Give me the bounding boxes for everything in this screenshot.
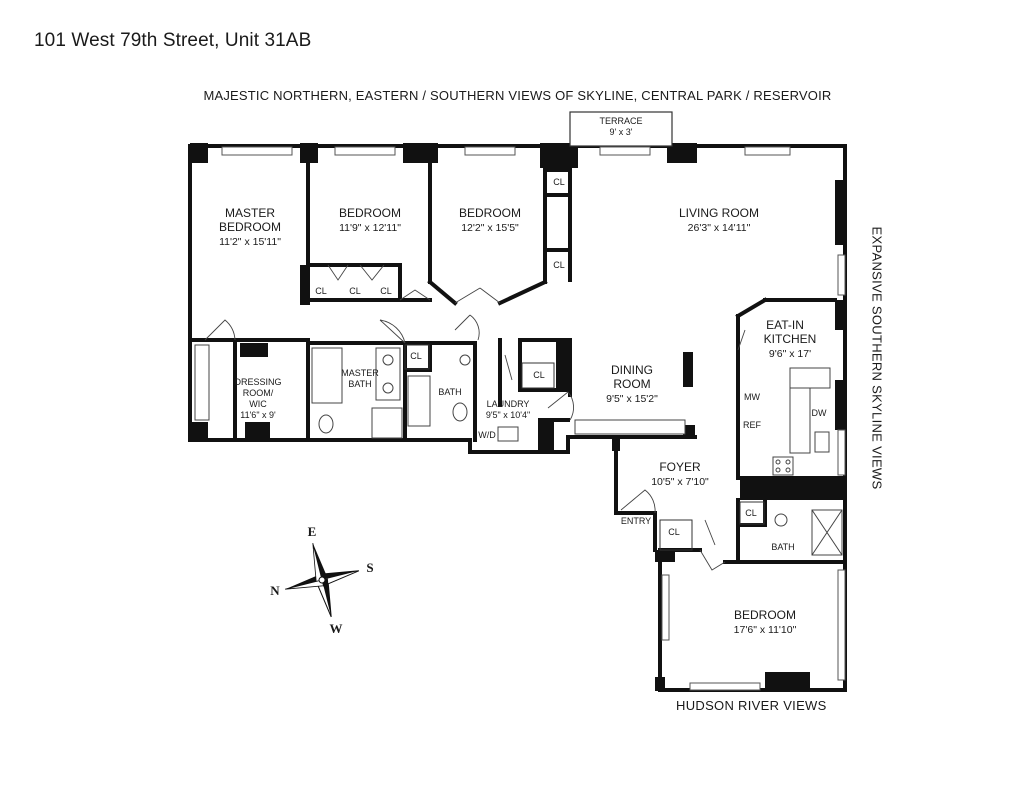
- bath-2-name: BATH: [771, 542, 794, 552]
- microwave-label: MW: [744, 392, 760, 402]
- bath-1-name: BATH: [438, 387, 461, 397]
- closet-label: CL: [349, 286, 361, 296]
- closet-label: CL: [380, 286, 392, 296]
- bedroom-3-dims: 17'6" x 11'10": [734, 624, 797, 636]
- master-bedroom-name-1: MASTER: [225, 206, 275, 220]
- kitchen-stove: [772, 456, 794, 476]
- closet-label: CL: [553, 177, 565, 187]
- bedroom-1-name: BEDROOM: [339, 206, 401, 220]
- bedroom-3-name: BEDROOM: [734, 608, 796, 622]
- closet-labels: CL CL CL CL CL CL CL CL CL W/D MW REF DW: [315, 177, 827, 537]
- master-bath-tub: [311, 347, 343, 404]
- dining-room-dims: 9'5" x 15'2": [606, 393, 658, 405]
- laundry-dims: 9'5" x 10'4": [486, 410, 530, 420]
- terrace-name: TERRACE: [599, 116, 642, 126]
- closet-label: CL: [553, 260, 565, 270]
- bottom-views-caption: HUDSON RIVER VIEWS: [676, 698, 827, 713]
- laundry-name: LAUNDRY: [487, 399, 530, 409]
- master-bath-name-2: BATH: [348, 379, 371, 389]
- master-bedroom-dims: 11'2" x 15'11": [219, 236, 281, 248]
- walls: [188, 144, 847, 692]
- kitchen-name-2: KITCHEN: [764, 332, 817, 346]
- kitchen-island: [789, 367, 831, 389]
- compass: [285, 543, 360, 618]
- living-room-dims: 26'3" x 14'11": [688, 222, 751, 234]
- dining-counter: [574, 419, 686, 435]
- bath-toilet: [452, 402, 468, 422]
- fixtures: [194, 344, 843, 556]
- closet-boxes: [404, 344, 765, 551]
- closet-label: CL: [668, 527, 680, 537]
- top-views-caption: MAJESTIC NORTHERN, EASTERN / SOUTHERN VI…: [203, 88, 832, 103]
- terrace-dims: 9' x 3': [610, 127, 633, 137]
- closet-label: CL: [410, 351, 422, 361]
- closet-label: CL: [315, 286, 327, 296]
- closet-label: CL: [745, 508, 757, 518]
- refrigerator-label: REF: [743, 420, 762, 430]
- compass-east-label: E: [308, 524, 317, 539]
- kitchen-dims: 9'6" x 17': [769, 348, 811, 360]
- unit-address: 101 West 79th Street, Unit 31AB: [34, 30, 312, 51]
- compass-west-label: W: [330, 621, 343, 636]
- master-bath-name-1: MASTER: [341, 368, 379, 378]
- master-bath-shower: [371, 407, 403, 439]
- bedroom-1-dims: 11'9" x 12'11": [339, 222, 401, 234]
- compass-north-label: N: [270, 583, 280, 598]
- master-bedroom-name-2: BEDROOM: [219, 220, 281, 234]
- dining-room-name-1: DINING: [611, 363, 653, 377]
- terrace-outline: [569, 111, 673, 147]
- windows: [221, 146, 846, 691]
- door-swings: [204, 264, 746, 571]
- bedroom-2-name: BEDROOM: [459, 206, 521, 220]
- dressing-room-dims: 11'6" x 9': [240, 410, 276, 420]
- living-room-name: LIVING ROOM: [679, 206, 759, 220]
- dining-room-name-2: ROOM: [613, 377, 650, 391]
- kitchen-sink: [814, 431, 830, 453]
- washer-dryer-label: W/D: [478, 430, 496, 440]
- kitchen-name-1: EAT-IN: [766, 318, 804, 332]
- foyer-name: FOYER: [659, 460, 701, 474]
- closet-label: CL: [533, 370, 545, 380]
- dressing-room-name-2: ROOM/: [243, 388, 274, 398]
- bath-tub: [407, 375, 431, 427]
- compass-south-label: S: [366, 560, 373, 575]
- entry-name: ENTRY: [621, 516, 651, 526]
- laundry-sink: [497, 426, 519, 442]
- structural-columns: [190, 143, 847, 691]
- bath-2-sink: [774, 513, 788, 527]
- foyer-dims: 10'5" x 7'10": [651, 476, 709, 488]
- dishwasher-label: DW: [812, 408, 827, 418]
- room-labels: TERRACE 9' x 3' MASTER BEDROOM 11'2" x 1…: [219, 116, 816, 636]
- dressing-room-name-3: WIC: [249, 399, 267, 409]
- master-bath-toilet: [318, 414, 334, 434]
- bedroom-2-dims: 12'2" x 15'5": [461, 222, 519, 234]
- dressing-room-name-1: DRESSING: [234, 377, 281, 387]
